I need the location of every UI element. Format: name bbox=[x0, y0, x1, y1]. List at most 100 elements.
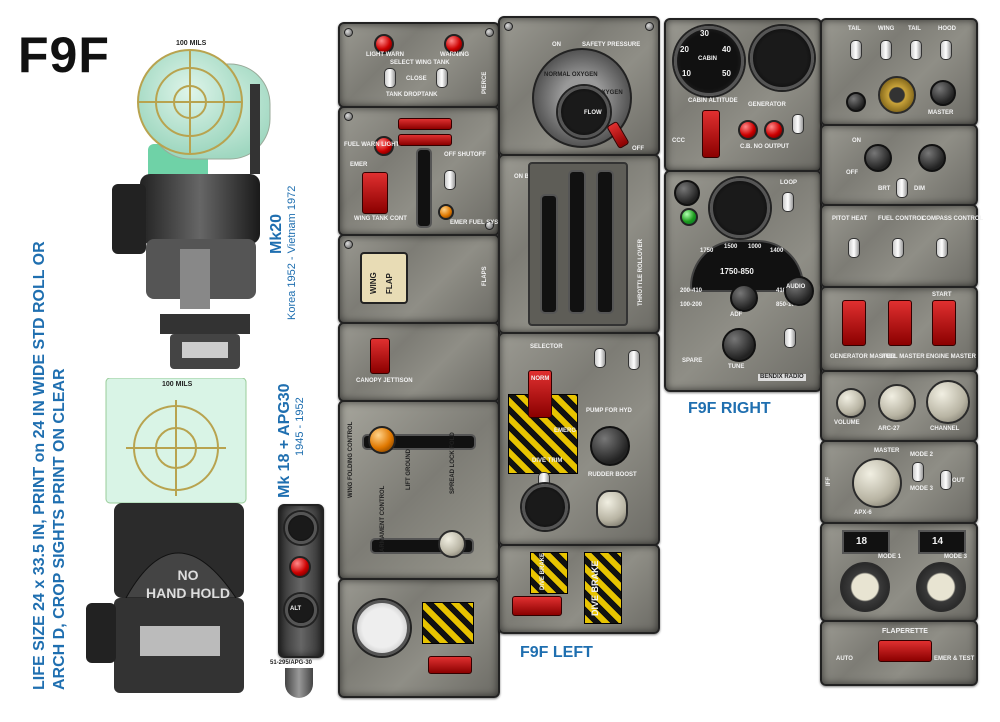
selector-label: SELECTOR bbox=[530, 344, 563, 350]
lights-label-4: HOOD bbox=[938, 26, 956, 32]
iff-master-knob[interactable] bbox=[852, 458, 902, 508]
hydraulic-knob[interactable] bbox=[590, 426, 630, 466]
hand-hold-line-1: NO bbox=[177, 567, 199, 583]
adf-toggle[interactable] bbox=[784, 328, 796, 348]
iff-mode2-toggle[interactable] bbox=[912, 462, 924, 482]
audio-knob[interactable] bbox=[784, 276, 814, 306]
mode3-value: 14 bbox=[932, 536, 944, 547]
channel-knob[interactable] bbox=[926, 380, 970, 424]
cb-label: C.B. NO OUTPUT bbox=[740, 144, 789, 150]
wing-flap-switch[interactable]: WING FLAP bbox=[360, 252, 408, 304]
oil-gauge bbox=[750, 26, 814, 90]
fuel-handle-top[interactable] bbox=[398, 118, 452, 130]
fold-left-label: WING FOLDING CONTROL bbox=[348, 421, 354, 498]
flaperette-button[interactable] bbox=[878, 640, 932, 662]
master-knob[interactable] bbox=[930, 80, 956, 106]
lights-toggle-4[interactable] bbox=[940, 40, 952, 60]
dim-knob-left[interactable] bbox=[864, 144, 892, 172]
print-instructions: LIFE SIZE 24 x 33.5 IN, PRINT on 24 IN W… bbox=[30, 241, 70, 690]
screw bbox=[485, 28, 494, 37]
generator-master-switch[interactable] bbox=[842, 300, 866, 346]
lights-small-knob[interactable] bbox=[846, 92, 866, 112]
hydraulic-gauge bbox=[522, 484, 568, 530]
instructions-line-1: LIFE SIZE 24 x 33.5 IN, PRINT on 24 IN W… bbox=[31, 241, 48, 690]
band-knob[interactable] bbox=[730, 284, 758, 312]
ccc-switch[interactable] bbox=[702, 110, 720, 158]
flap-label: FLAP bbox=[385, 273, 394, 294]
fuel-warn-light bbox=[374, 136, 394, 156]
mode3-knob[interactable] bbox=[916, 562, 966, 612]
dive-brake-switch[interactable] bbox=[584, 552, 622, 624]
generator-light-2 bbox=[764, 120, 784, 140]
iff-master-label: MASTER bbox=[874, 448, 900, 454]
flow-label: FLOW bbox=[584, 110, 602, 116]
iff-mode2-label: MODE 2 bbox=[910, 452, 934, 458]
throttle-slot-2[interactable] bbox=[568, 170, 586, 314]
lights-toggle-3[interactable] bbox=[910, 40, 922, 60]
mode1-label: MODE 1 bbox=[878, 554, 902, 560]
mk18-sight: 100 MILS NO HAND HOLD bbox=[86, 377, 266, 698]
shutoff-label: OFF SHUTOFF bbox=[444, 152, 486, 158]
fold-lever-knob[interactable] bbox=[368, 426, 396, 454]
mk20-sight-illustration bbox=[112, 49, 271, 369]
fuel-master-switch[interactable] bbox=[888, 300, 912, 346]
emer-label: EMER bbox=[350, 162, 368, 168]
screw bbox=[485, 221, 494, 230]
throttle-slot-1[interactable] bbox=[540, 194, 558, 314]
mk18-title: Mk 18 + APG30 bbox=[276, 383, 293, 498]
armament-button[interactable] bbox=[428, 656, 472, 674]
compass-control-label: COMPASS CONTROL bbox=[922, 216, 984, 222]
fuel-control-toggle[interactable] bbox=[892, 238, 904, 258]
arc27-mode-knob[interactable] bbox=[878, 384, 916, 422]
flaperette-label: FLAPERETTE bbox=[882, 628, 928, 635]
shutoff-toggle[interactable] bbox=[444, 170, 456, 190]
wing-tank-cont-switch[interactable] bbox=[362, 172, 388, 214]
loop-toggle[interactable] bbox=[782, 192, 794, 212]
volume-knob[interactable] bbox=[836, 388, 866, 418]
rudder-boost-knob[interactable] bbox=[596, 490, 628, 528]
apg30-unit: ALT bbox=[278, 504, 324, 658]
fuel-handle-slot bbox=[416, 148, 432, 228]
close-label: CLOSE bbox=[406, 76, 427, 82]
throttle-slot-3[interactable] bbox=[596, 170, 614, 314]
rudder-boost-label: RUDDER BOOST bbox=[588, 472, 637, 478]
tune-knob[interactable] bbox=[722, 328, 756, 362]
iff-side-label: IFF bbox=[826, 477, 832, 486]
lights-toggle-1[interactable] bbox=[850, 40, 862, 60]
lights-knob[interactable] bbox=[674, 180, 700, 206]
fuel-panel: FUEL WARN LIGHTS EMER WING TANK CONT OFF… bbox=[338, 106, 522, 236]
norm-emerg-switch[interactable] bbox=[528, 370, 552, 418]
arm-lever-knob[interactable] bbox=[438, 530, 466, 558]
selector-toggle-right[interactable] bbox=[628, 350, 640, 370]
master-label: MASTER bbox=[928, 110, 954, 116]
throttle-side-label: THROTTLE ROLLOVER bbox=[638, 239, 644, 306]
selector-toggle-center[interactable] bbox=[594, 348, 606, 368]
canopy-jettison-button[interactable] bbox=[370, 338, 390, 374]
cabin-tick-40: 40 bbox=[722, 45, 731, 54]
brightness-knob[interactable] bbox=[878, 76, 916, 114]
compass-control-toggle[interactable] bbox=[936, 238, 948, 258]
mk18-mils-label: 100 MILS bbox=[162, 381, 193, 388]
close-toggle[interactable] bbox=[436, 68, 448, 88]
dive-brake-red-button[interactable] bbox=[512, 596, 562, 616]
range-1500: 1500 bbox=[724, 244, 738, 250]
wing-tank-toggle[interactable] bbox=[384, 68, 396, 88]
cabin-toggle[interactable] bbox=[792, 114, 804, 134]
iff-out-toggle[interactable] bbox=[940, 470, 952, 490]
lights-toggle-2[interactable] bbox=[880, 40, 892, 60]
control-panel: PITOT HEAT FUEL CONTROL COMPASS CONTROL bbox=[820, 204, 983, 288]
mode1-knob[interactable] bbox=[840, 562, 890, 612]
engine-master-switch[interactable] bbox=[932, 300, 956, 346]
dim-toggle[interactable] bbox=[896, 178, 908, 198]
normal-oxygen-label: NORMAL OXYGEN bbox=[544, 72, 598, 78]
dim-knob-right[interactable] bbox=[918, 144, 946, 172]
iff-out-label: OUT bbox=[952, 478, 965, 484]
apg30-unit-label: 51-295/APG-30 bbox=[270, 660, 313, 666]
fuel-handle-bottom[interactable] bbox=[398, 134, 452, 146]
flaperette-test-label: EMER & TEST bbox=[934, 656, 975, 662]
em-fuel-label: EMER FUEL SYSTEM ON bbox=[450, 220, 522, 226]
screw bbox=[504, 22, 513, 31]
fuel-master-label: FUEL MASTER bbox=[882, 354, 925, 360]
wing-tank-cont-label: WING TANK CONT bbox=[354, 216, 407, 222]
pitot-heat-toggle[interactable] bbox=[848, 238, 860, 258]
